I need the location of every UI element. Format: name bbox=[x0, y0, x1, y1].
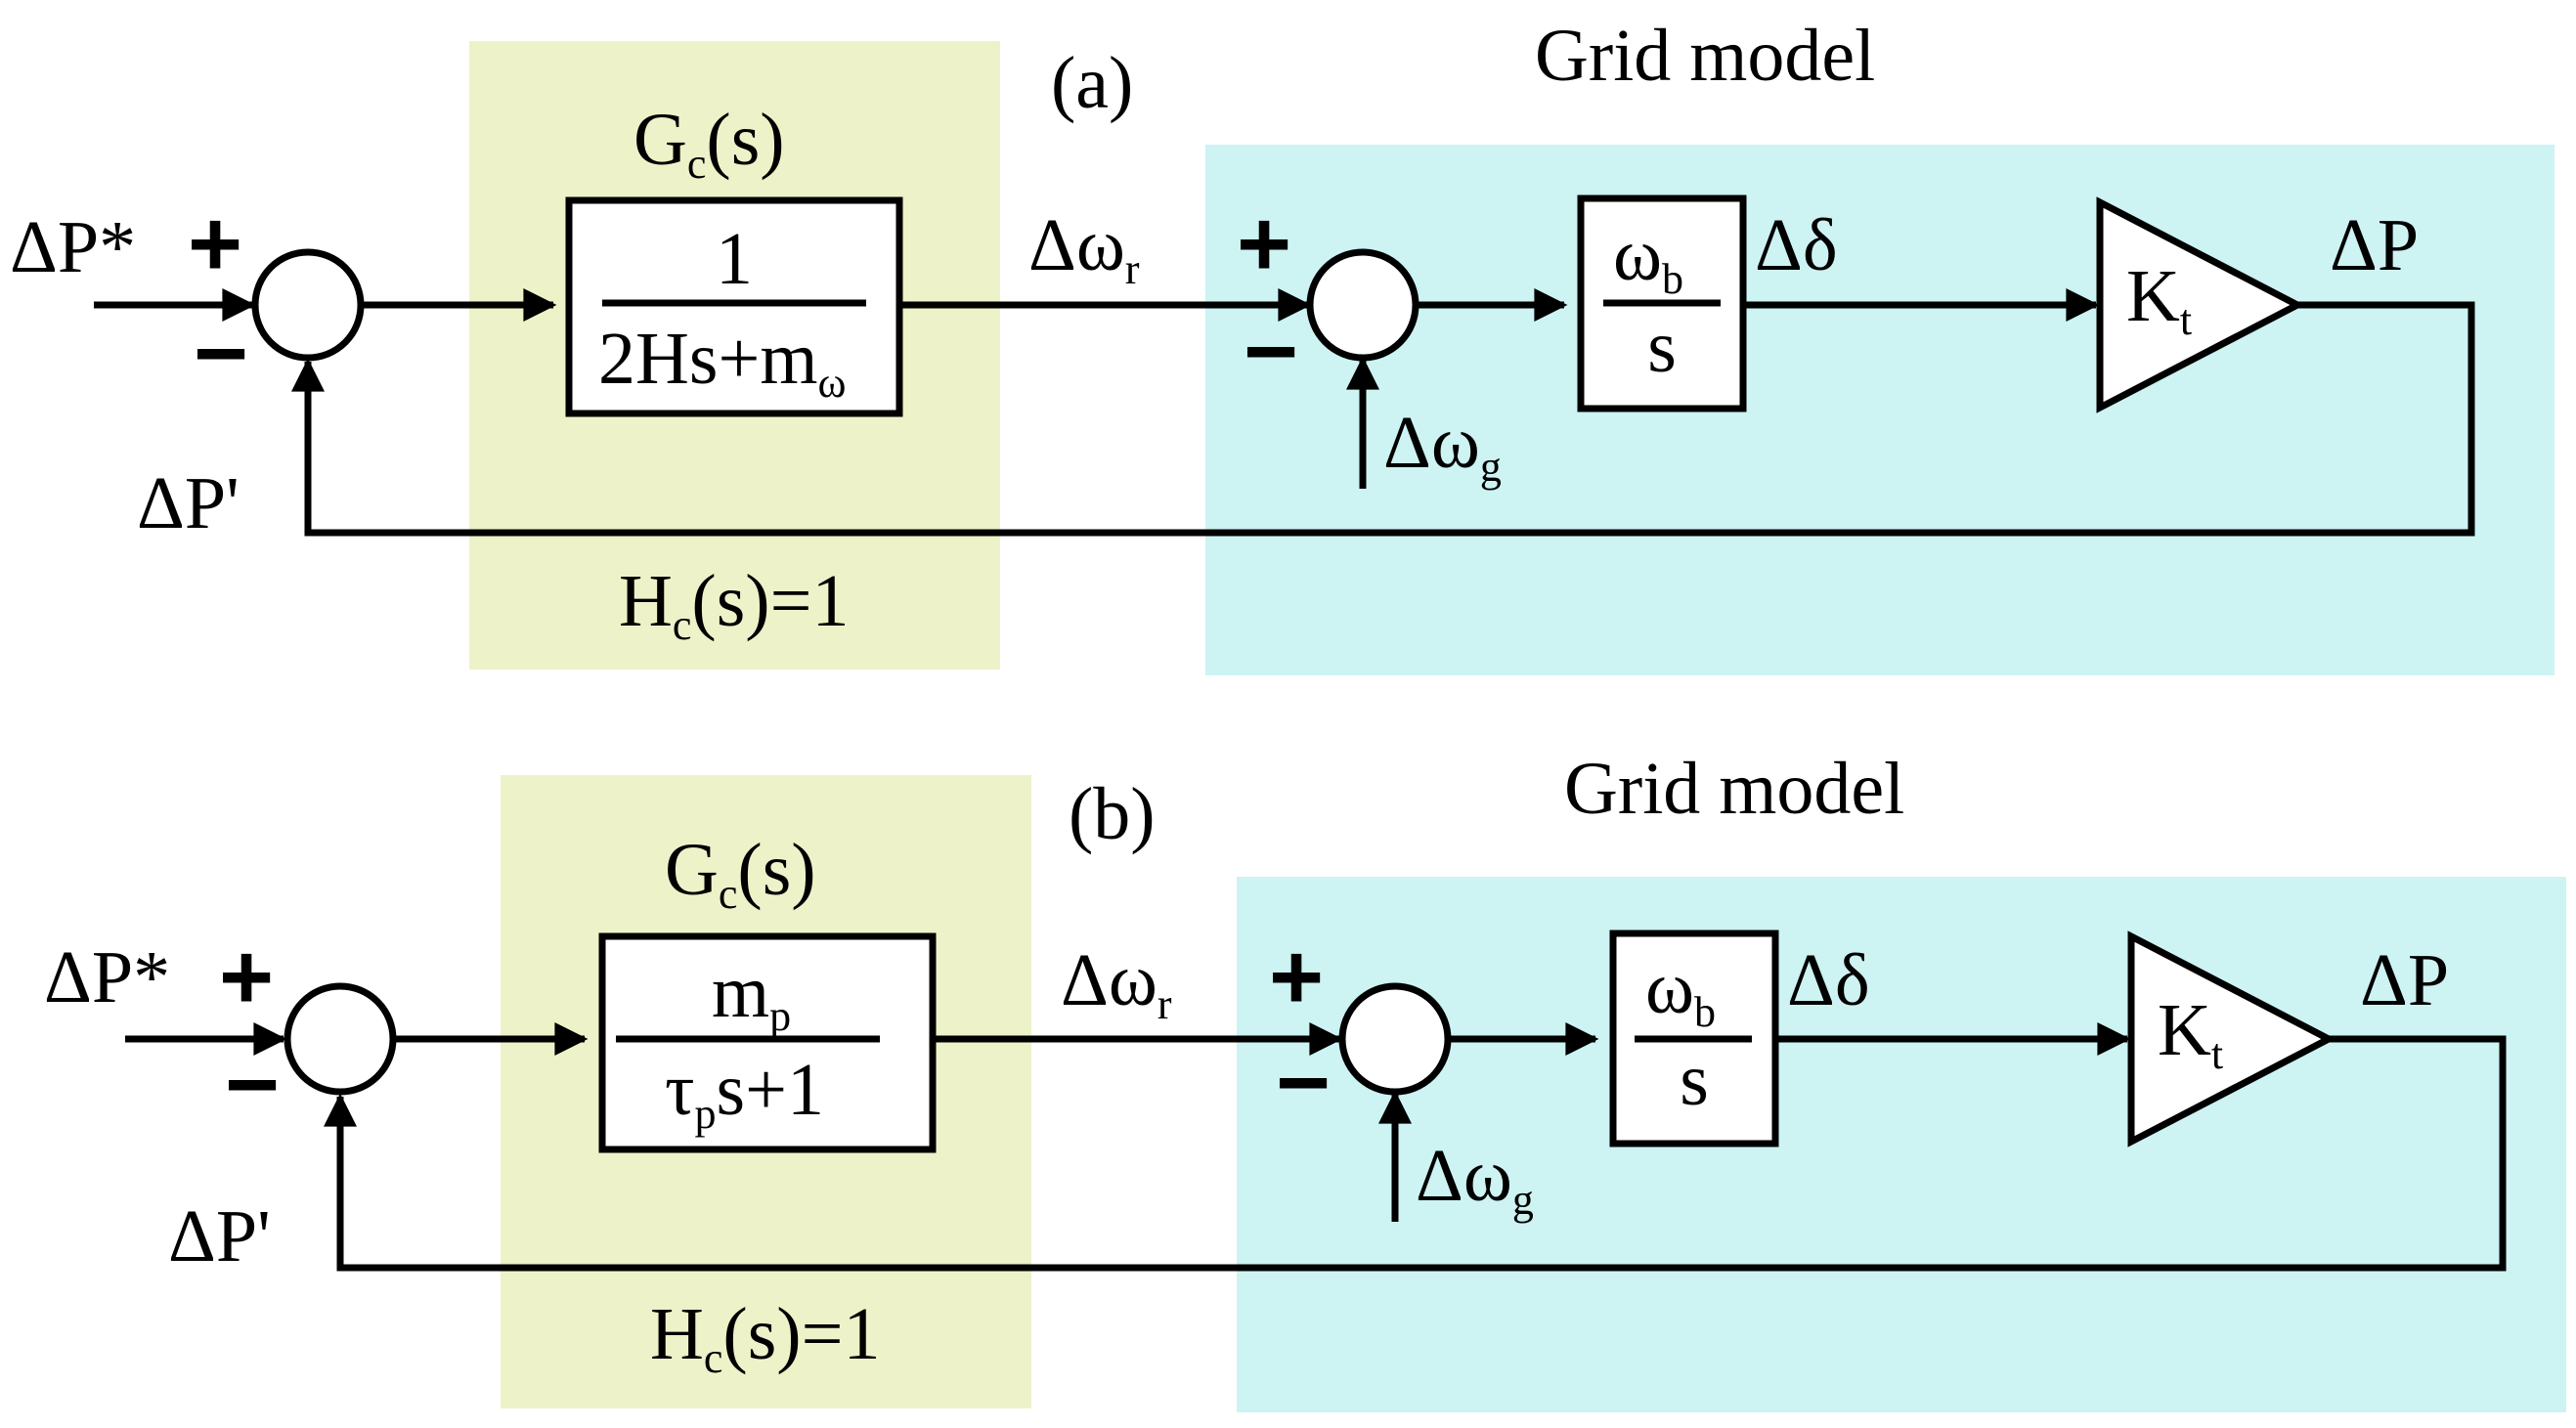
grid-model-title: Grid model bbox=[1564, 748, 1904, 830]
minus-sign: − bbox=[194, 301, 248, 406]
panel-label: (b) bbox=[1069, 773, 1156, 855]
plus-sign: + bbox=[219, 925, 274, 1029]
feedback-path bbox=[291, 301, 2475, 537]
minus-sign: − bbox=[1276, 1030, 1331, 1135]
controller-block bbox=[565, 196, 903, 417]
gain-block bbox=[2096, 196, 2305, 413]
controller-denominator: τps+1 bbox=[665, 1049, 824, 1138]
integrator-numerator: ωb bbox=[1613, 214, 1683, 303]
delta-label: Δδ bbox=[1755, 204, 1838, 286]
controller-numerator: mp bbox=[712, 951, 791, 1040]
feedback-tf: Hc(s)=1 bbox=[650, 1293, 880, 1382]
gain-label: Kt bbox=[2158, 989, 2223, 1078]
feedback-path bbox=[324, 1035, 2507, 1272]
grid-region bbox=[1205, 145, 2554, 675]
diagram-b: (b) Grid model Gc(s) ΔP* + − mp τps+1 Δω… bbox=[44, 748, 2566, 1412]
integrator-denominator: s bbox=[1647, 306, 1677, 388]
controller-title: Gc(s) bbox=[633, 99, 785, 188]
omega-r-label: Δωr bbox=[1061, 939, 1172, 1028]
summing-junction bbox=[284, 982, 397, 1096]
gain-label: Kt bbox=[2126, 255, 2192, 344]
feedback-label: ΔP' bbox=[137, 462, 240, 544]
integrator-denominator: s bbox=[1680, 1039, 1709, 1121]
panel-label: (a) bbox=[1051, 42, 1133, 124]
grid-model-title: Grid model bbox=[1535, 15, 1875, 97]
feedback-label: ΔP' bbox=[168, 1195, 271, 1277]
omega-g-label: Δωg bbox=[1416, 1135, 1534, 1224]
delta-label: Δδ bbox=[1787, 939, 1870, 1021]
summing-junction bbox=[251, 248, 365, 362]
grid-region bbox=[1237, 877, 2566, 1412]
feedback-tf: Hc(s)=1 bbox=[619, 560, 849, 649]
gain-block bbox=[2127, 930, 2336, 1147]
diagram-a: (a) Grid model Gc(s) ΔP* + − 1 2Hs+mω Δω… bbox=[10, 15, 2554, 675]
minus-sign: − bbox=[1244, 299, 1298, 404]
plus-sign: + bbox=[188, 192, 242, 296]
output-label: ΔP bbox=[2330, 204, 2419, 286]
summing-junction bbox=[1338, 982, 1452, 1096]
input-label: ΔP* bbox=[10, 206, 136, 288]
controller-title: Gc(s) bbox=[665, 829, 816, 918]
summing-junction bbox=[1306, 248, 1419, 362]
integrator-numerator: ωb bbox=[1645, 947, 1716, 1036]
omega-g-label: Δωg bbox=[1383, 402, 1502, 491]
output-label: ΔP bbox=[2360, 939, 2449, 1021]
plus-sign: + bbox=[1237, 192, 1291, 296]
plus-sign: + bbox=[1269, 925, 1324, 1029]
minus-sign: − bbox=[225, 1032, 280, 1137]
controller-numerator: 1 bbox=[716, 218, 753, 300]
omega-r-label: Δωr bbox=[1028, 204, 1140, 293]
controller-block bbox=[598, 932, 937, 1153]
input-label: ΔP* bbox=[44, 936, 170, 1018]
controller-denominator: 2Hs+mω bbox=[598, 318, 846, 407]
